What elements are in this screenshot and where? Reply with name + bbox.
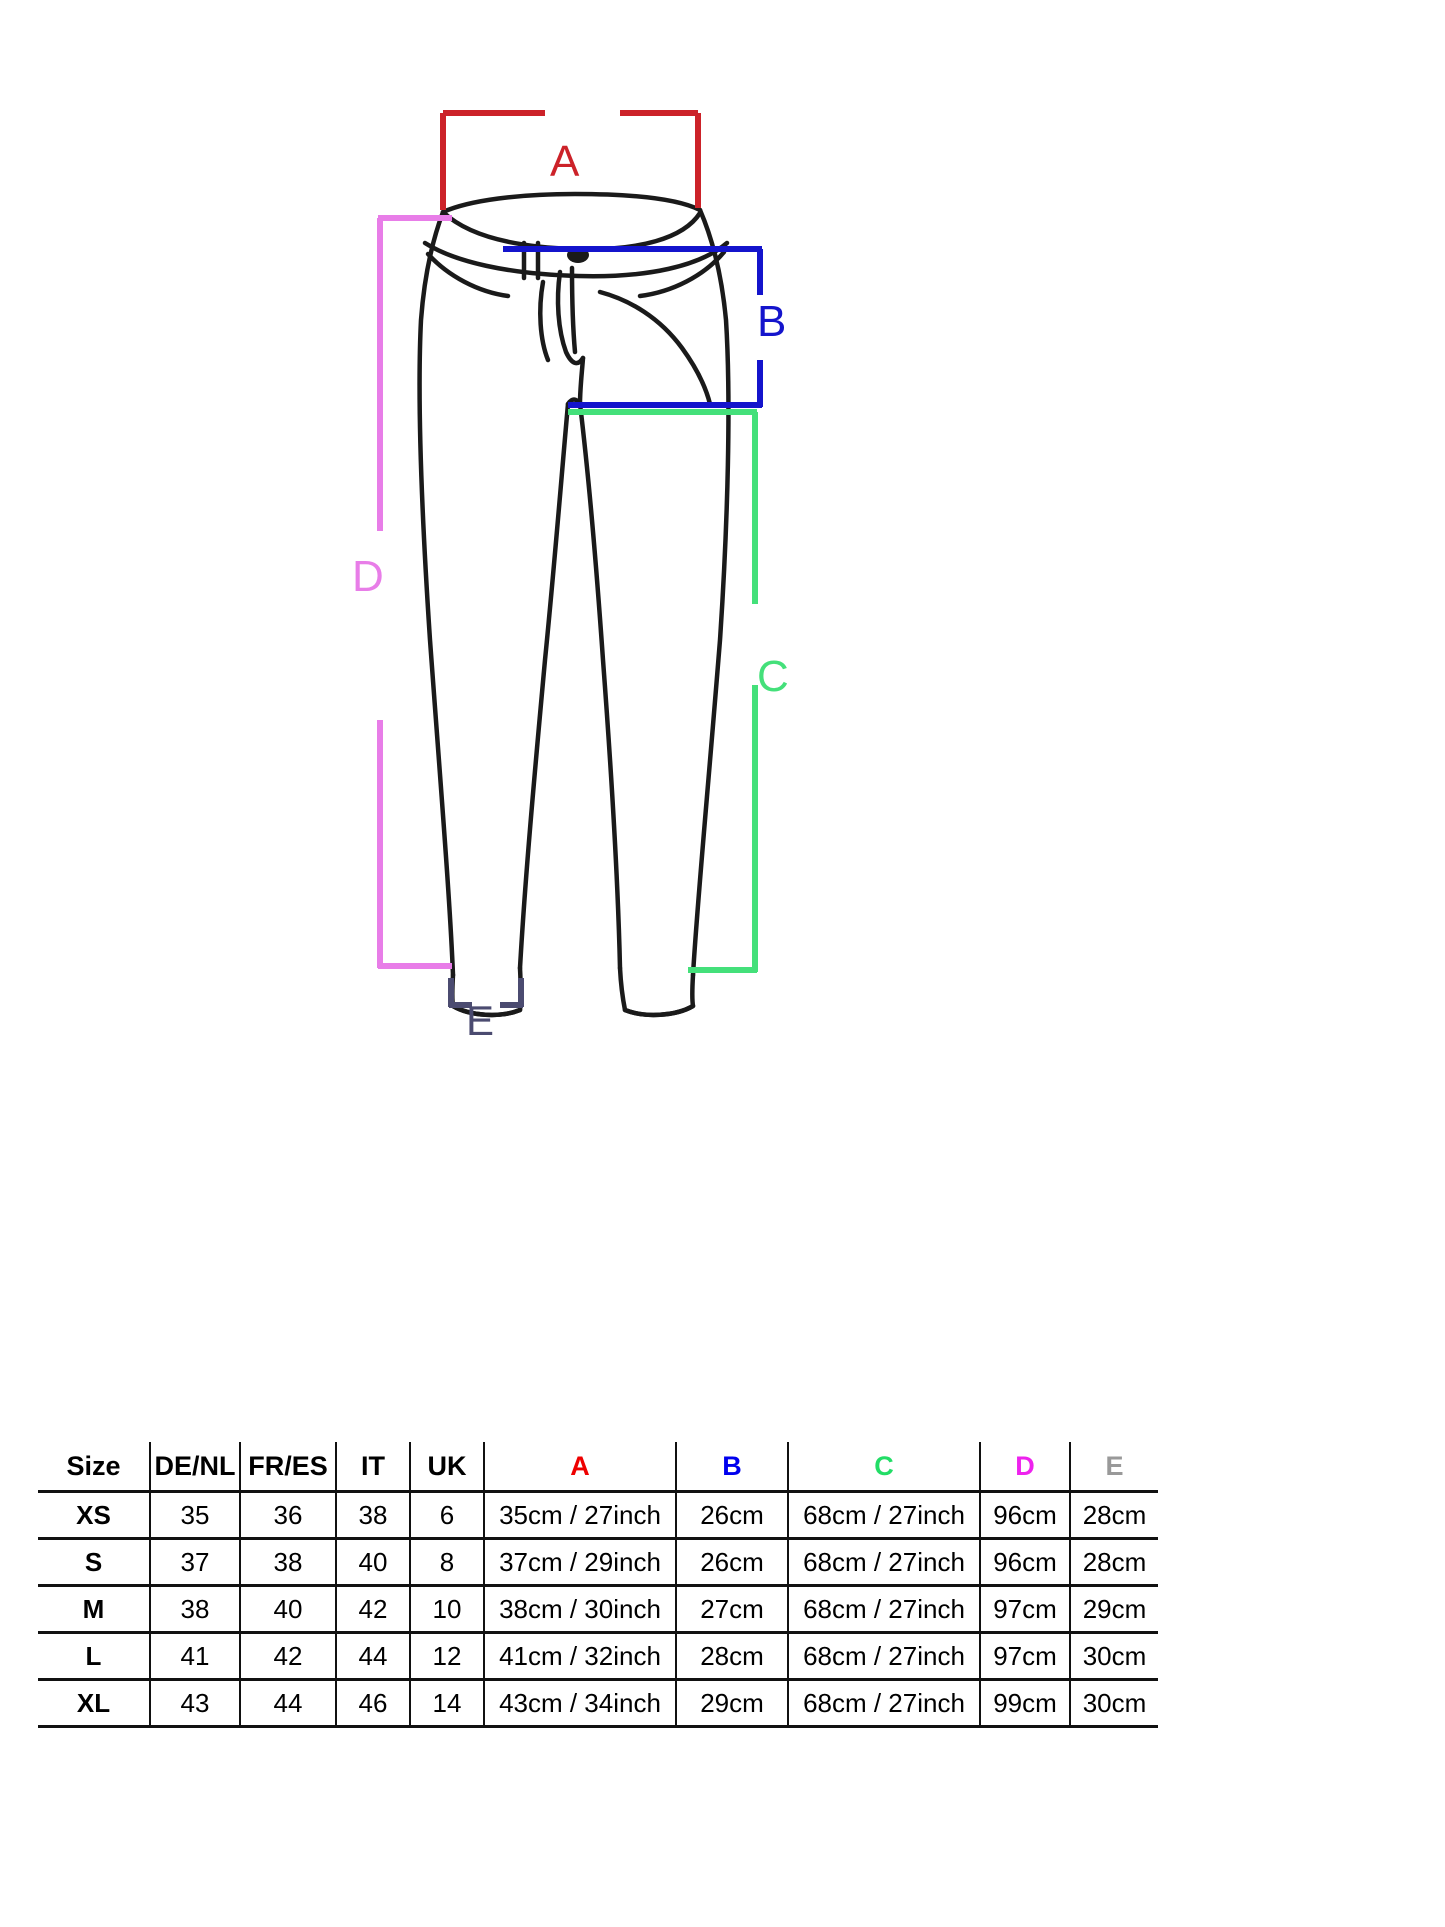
measurement-bracket-e: [448, 978, 524, 1008]
cell-size: M: [38, 1585, 151, 1633]
cell-de-nl: 41: [149, 1632, 241, 1680]
cell-e: 28cm: [1069, 1538, 1158, 1586]
cell-uk: 6: [409, 1491, 485, 1539]
cell-c: 68cm / 27inch: [787, 1491, 981, 1539]
cell-d: 97cm: [979, 1585, 1071, 1633]
cell-b: 28cm: [675, 1632, 789, 1680]
cell-a: 43cm / 34inch: [483, 1679, 677, 1727]
cell-size: S: [38, 1538, 151, 1586]
table-header-row: Size DE/NL FR/ES IT UK A B C D E: [38, 1442, 1158, 1493]
cell-c: 68cm / 27inch: [787, 1585, 981, 1633]
cell-c: 68cm / 27inch: [787, 1679, 981, 1727]
table-row: XS 35 36 38 6 35cm / 27inch 26cm 68cm / …: [38, 1491, 1158, 1539]
jeans-technical-drawing: [377, 110, 763, 1018]
cell-fr-es: 38: [239, 1538, 337, 1586]
cell-uk: 12: [409, 1632, 485, 1680]
header-uk: UK: [409, 1442, 485, 1493]
cell-d: 96cm: [979, 1491, 1071, 1539]
cell-e: 28cm: [1069, 1491, 1158, 1539]
cell-uk: 10: [409, 1585, 485, 1633]
dimension-label-b: B: [757, 297, 787, 346]
cell-d: 99cm: [979, 1679, 1071, 1727]
measurement-bracket-b: [503, 246, 763, 408]
header-e: E: [1069, 1442, 1158, 1493]
cell-it: 42: [335, 1585, 411, 1633]
header-size: Size: [38, 1442, 151, 1493]
cell-de-nl: 38: [149, 1585, 241, 1633]
header-c: C: [787, 1442, 981, 1493]
cell-it: 46: [335, 1679, 411, 1727]
cell-size: XS: [38, 1491, 151, 1539]
cell-uk: 8: [409, 1538, 485, 1586]
cell-b: 27cm: [675, 1585, 789, 1633]
cell-b: 26cm: [675, 1491, 789, 1539]
table-row: XL 43 44 46 14 43cm / 34inch 29cm 68cm /…: [38, 1679, 1158, 1727]
cell-size: XL: [38, 1679, 151, 1727]
table-row: S 37 38 40 8 37cm / 29inch 26cm 68cm / 2…: [38, 1538, 1158, 1586]
cell-c: 68cm / 27inch: [787, 1632, 981, 1680]
size-chart-diagram: A B C D E: [352, 110, 789, 1044]
cell-it: 40: [335, 1538, 411, 1586]
dimension-label-c: C: [757, 652, 789, 701]
measurement-bracket-a: [440, 110, 701, 210]
cell-e: 29cm: [1069, 1585, 1158, 1633]
cell-b: 26cm: [675, 1538, 789, 1586]
cell-de-nl: 37: [149, 1538, 241, 1586]
header-it: IT: [335, 1442, 411, 1493]
table-row: L 41 42 44 12 41cm / 32inch 28cm 68cm / …: [38, 1632, 1158, 1680]
header-fr-es: FR/ES: [239, 1442, 337, 1493]
cell-de-nl: 35: [149, 1491, 241, 1539]
table-row: M 38 40 42 10 38cm / 30inch 27cm 68cm / …: [38, 1585, 1158, 1633]
cell-fr-es: 40: [239, 1585, 337, 1633]
dimension-label-d: D: [352, 552, 384, 601]
cell-a: 38cm / 30inch: [483, 1585, 677, 1633]
cell-fr-es: 36: [239, 1491, 337, 1539]
header-de-nl: DE/NL: [149, 1442, 241, 1493]
cell-e: 30cm: [1069, 1632, 1158, 1680]
cell-e: 30cm: [1069, 1679, 1158, 1727]
cell-size: L: [38, 1632, 151, 1680]
measurement-bracket-d: [377, 215, 452, 969]
measurement-bracket-c: [568, 409, 758, 973]
dimension-label-e: E: [466, 997, 495, 1044]
header-b: B: [675, 1442, 789, 1493]
cell-uk: 14: [409, 1679, 485, 1727]
cell-b: 29cm: [675, 1679, 789, 1727]
cell-de-nl: 43: [149, 1679, 241, 1727]
cell-it: 44: [335, 1632, 411, 1680]
dimension-label-a: A: [550, 137, 580, 186]
cell-fr-es: 44: [239, 1679, 337, 1727]
cell-it: 38: [335, 1491, 411, 1539]
size-table-container: Size DE/NL FR/ES IT UK A B C D E XS 35 3…: [38, 1442, 1158, 1728]
cell-d: 97cm: [979, 1632, 1071, 1680]
jeans-outline: [417, 191, 731, 1018]
cell-d: 96cm: [979, 1538, 1071, 1586]
cell-a: 41cm / 32inch: [483, 1632, 677, 1680]
header-d: D: [979, 1442, 1071, 1493]
cell-a: 37cm / 29inch: [483, 1538, 677, 1586]
cell-fr-es: 42: [239, 1632, 337, 1680]
header-a: A: [483, 1442, 677, 1493]
cell-a: 35cm / 27inch: [483, 1491, 677, 1539]
cell-c: 68cm / 27inch: [787, 1538, 981, 1586]
size-table: Size DE/NL FR/ES IT UK A B C D E XS 35 3…: [38, 1442, 1158, 1728]
